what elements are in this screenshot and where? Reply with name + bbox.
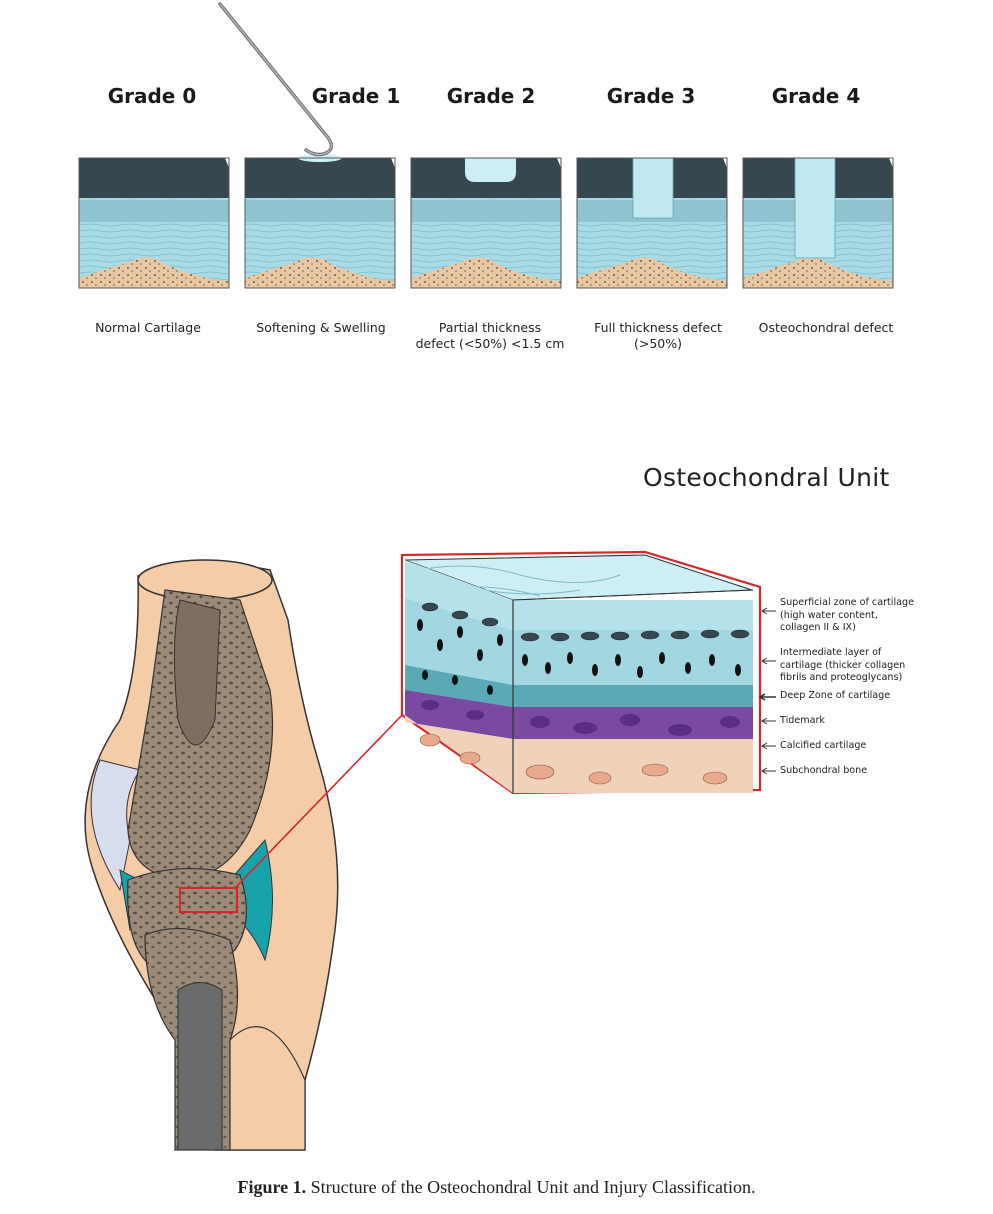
grade-caption-line: Softening & Swelling [236,320,406,336]
grade-caption-line: Partial thickness [405,320,575,336]
zone-label-deep: Deep Zone of cartilage [780,690,985,703]
grade-caption-line: Osteochondral defect [741,320,911,336]
zone-label-superficial: Superficial zone of cartilage (high wate… [780,597,985,635]
grade-caption-line: defect (<50%) <1.5 cm [405,336,575,352]
figure-caption-prefix: Figure 1. [237,1177,306,1197]
zone-label-subchondral: Subchondral bone [780,765,985,778]
grade-3-block [577,158,727,288]
grade-caption: Softening & Swelling [236,320,406,336]
grade-title: Grade 4 [741,84,891,108]
grade-title: Grade 1 [281,84,431,108]
grade-caption: Osteochondral defect [741,320,911,336]
grade-title: Grade 0 [77,84,227,108]
osteochondral-cube [402,552,760,793]
grade-caption-line: Normal Cartilage [63,320,233,336]
grade-caption: Partial thickness defect (<50%) <1.5 cm [405,320,575,352]
grade-0-block [79,158,229,288]
grade-caption-line: Full thickness defect [573,320,743,336]
grade-caption-line: (>50%) [573,336,743,352]
grade-caption: Normal Cartilage [63,320,233,336]
osteochondral-title: Osteochondral Unit [643,463,890,492]
figure-caption-text: Structure of the Osteochondral Unit and … [306,1177,755,1197]
grade-title: Grade 2 [416,84,566,108]
zone-arrows [760,608,776,774]
grade-caption: Full thickness defect (>50%) [573,320,743,352]
grade-blocks [79,154,893,288]
figure-caption: Figure 1. Structure of the Osteochondral… [0,1177,993,1198]
knee-illustration [85,555,405,1150]
grade-title: Grade 3 [576,84,726,108]
zone-label-tidemark: Tidemark [780,715,985,728]
zone-label-intermediate: Intermediate layer of cartilage (thicker… [780,647,985,685]
grade-2-block [411,158,561,288]
zone-label-calcified: Calcified cartilage [780,740,985,753]
probe-hook [220,4,331,155]
grade-4-block [743,158,893,288]
grade-1-block [245,154,395,288]
